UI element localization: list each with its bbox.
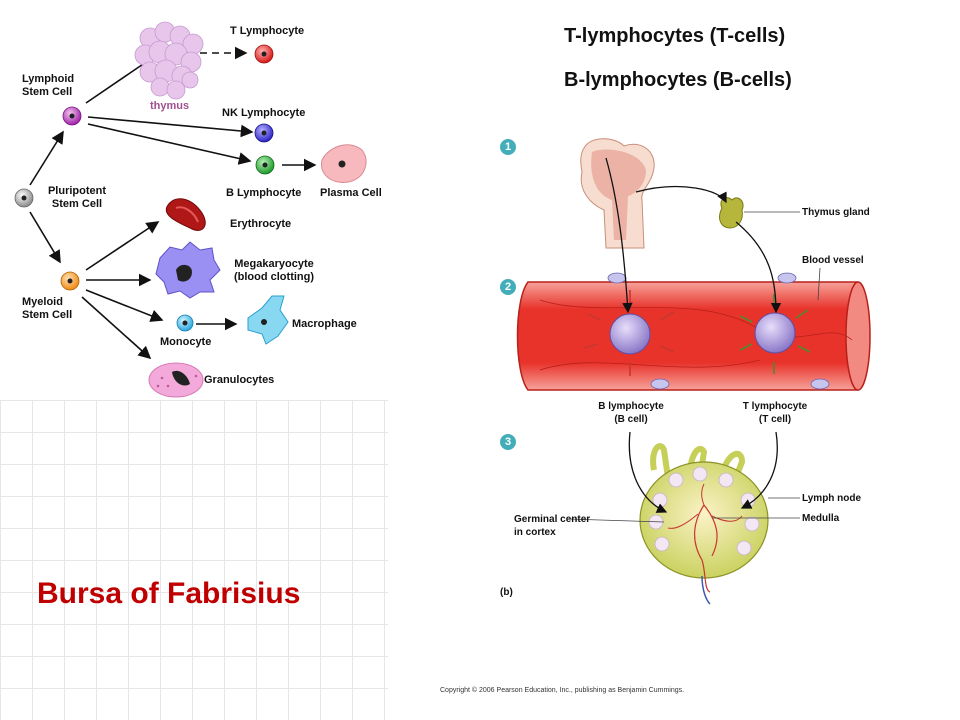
erythrocyte-cell <box>165 198 206 231</box>
plasma-cell-label: Plasma Cell <box>320 187 382 199</box>
pluripotent-stem-cell <box>14 188 34 208</box>
lineage-arrows <box>29 46 317 360</box>
erythrocyte-label: Erythrocyte <box>230 218 292 230</box>
megakaryocyte-cell <box>155 241 221 299</box>
blood-vessel <box>516 272 871 391</box>
b-lymphocyte-cell-label: B lymphocyte (B cell) <box>598 401 664 425</box>
blood-vessel-label: Blood vessel <box>802 255 864 266</box>
thymus-organ <box>134 21 204 100</box>
step-2-badge: 2 <box>500 279 516 295</box>
lymphoid-stem-cell-label: Lymphoid Stem Cell <box>22 73 75 98</box>
pluripotent-stem-cell-label: Pluripotent Stem Cell <box>47 185 107 210</box>
t-lymphocyte-cell-label: T lymphocyte (T cell) <box>742 401 808 425</box>
nk-lymphocyte-cell <box>254 123 274 143</box>
lymph-node-label: Lymph node <box>802 493 862 504</box>
nk-lymphocyte-label: NK Lymphocyte <box>222 107 306 119</box>
migration-arrows <box>605 157 782 513</box>
plasma-cell <box>321 144 367 183</box>
bursa-of-fabricius-title: Bursa of Fabrisius <box>37 577 301 610</box>
monocyte-label: Monocyte <box>160 336 212 348</box>
b-cells-heading: B-lymphocytes (B-cells) <box>564 69 792 91</box>
thymus-label: thymus <box>150 100 190 112</box>
medulla-label: Medulla <box>802 513 840 524</box>
b-lymphocyte-label: B Lymphocyte <box>226 187 302 199</box>
monocyte-cell <box>176 314 194 332</box>
bone-marrow <box>580 138 655 249</box>
t-cells-heading: T-lymphocytes (T-cells) <box>564 25 786 47</box>
thymus-gland-label: Thymus gland <box>802 207 870 218</box>
t-lymphocyte-in-vessel <box>739 294 811 374</box>
step-3-badge: 3 <box>500 434 516 450</box>
granulocyte-cell <box>148 362 204 398</box>
macrophage-cell <box>247 295 289 345</box>
myeloid-stem-cell <box>60 271 80 291</box>
germinal-center-label: Germinal center in cortex <box>514 514 591 538</box>
copyright-notice: Copyright © 2006 Pearson Education, Inc.… <box>440 687 685 694</box>
megakaryocyte-label: Megakaryocyte (blood clotting) <box>233 258 315 283</box>
step-1-badge: 1 <box>500 139 516 155</box>
myeloid-stem-cell-label: Myeloid Stem Cell <box>22 296 73 321</box>
macrophage-label: Macrophage <box>292 318 357 330</box>
b-lymphocyte-cell <box>255 155 275 175</box>
lymph-node <box>639 443 769 605</box>
grid-background <box>0 400 388 720</box>
t-lymphocyte-label: T Lymphocyte <box>230 25 305 37</box>
panel-b-label: (b) <box>500 587 513 598</box>
thymus-gland <box>719 197 744 229</box>
granulocytes-label: Granulocytes <box>204 374 275 386</box>
b-lymphocyte-in-vessel <box>583 290 675 376</box>
t-lymphocyte-cell <box>254 44 274 64</box>
lymphoid-stem-cell <box>62 106 82 126</box>
leader-lines <box>567 211 821 523</box>
